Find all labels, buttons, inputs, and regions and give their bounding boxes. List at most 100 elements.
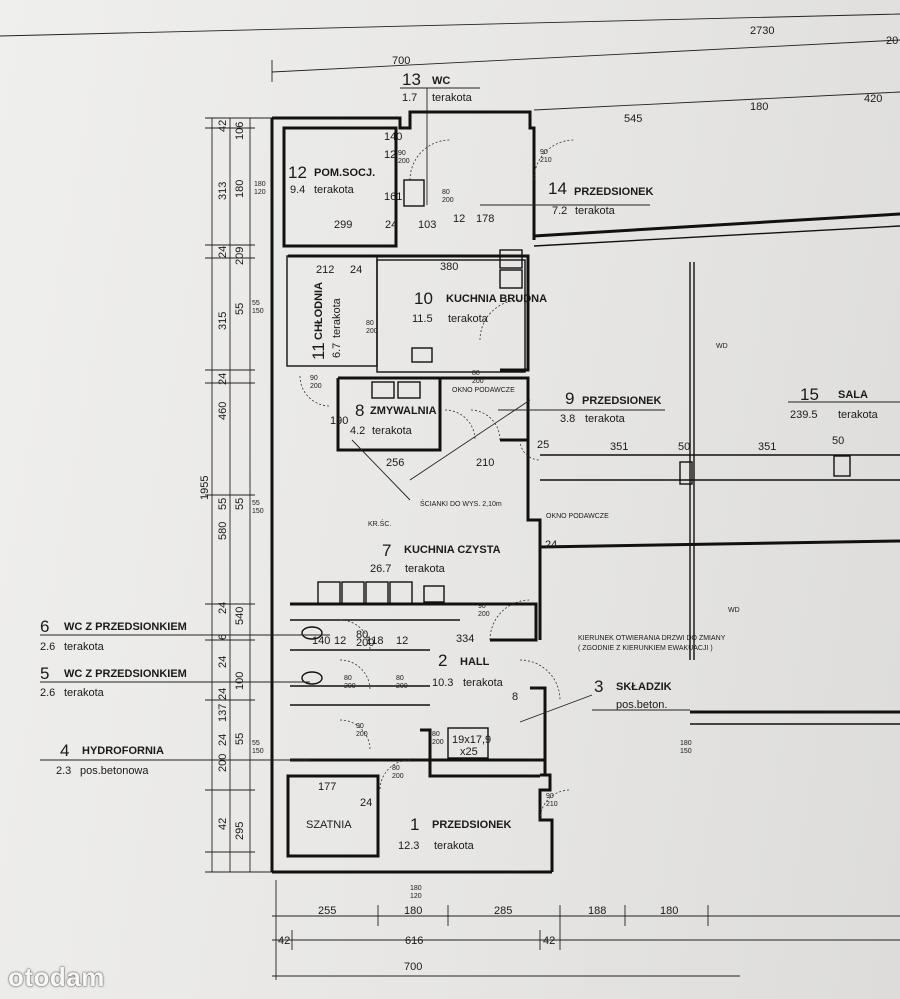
dim-left-mid-13: 24 [217,734,229,746]
room-14-area: 7.2 [552,205,567,217]
dim-left-inner-7: 55 [234,733,246,745]
door-size-14-w: 90 [356,723,364,730]
room-15-name: SALA [838,389,868,401]
dim-top-545: 545 [624,113,642,125]
room-3-number: 3 [594,677,603,696]
dim-left-1955: 1955 [199,476,211,500]
room-15-floor: terakota [838,409,879,421]
dim-bottom-180b: 180 [660,905,678,917]
room-3-name: SKŁADZIK [616,681,672,693]
dim-interior-19: 24 [545,539,557,551]
door-size-11-h: 200 [472,378,484,385]
note-kr-sc: KR.ŚC. [368,519,391,528]
room-10-number: 10 [414,289,433,308]
door-size-11-w: 80 [472,370,480,377]
dim-left-mid-12: 137 [217,704,229,722]
note-kierunek-1: KIERUNEK OTWIERANIA DRZWI DO ZMIANY [578,635,726,642]
notes: SZATNIA OKNO PODAWCZE OKNO PODAWCZE ŚCIA… [306,343,740,831]
dim-interior-15: 351 [610,441,628,453]
room-11-area: 6.7 [331,343,343,358]
room-13-area: 1.7 [402,92,417,104]
dim-bottom-700: 700 [404,961,422,973]
dim-left-mid-5: 460 [217,402,229,420]
room-10-name: KUCHNIA BRUDNA [446,293,547,305]
room-15-number: 15 [800,385,819,404]
dim-left-inner-2: 209 [234,247,246,265]
dim-interior-24: 334 [456,633,474,645]
dim-top-2730: 2730 [750,25,774,37]
room-8-floor: terakota [372,425,413,437]
room-7-area: 26.7 [370,563,391,575]
dim-left-mid-0: 42 [217,120,229,132]
dim-interior-12: 256 [386,457,404,469]
door-size-13-h: 200 [396,683,408,690]
room-4-floor: pos.betonowa [80,765,149,777]
room-10-area: 11.5 [412,313,433,325]
door-size-13-w: 80 [396,675,404,682]
dim-interior-3: 12 [453,213,465,225]
dim-left-mid-7: 580 [217,522,229,540]
room-6-name: WC Z PRZEDSIONKIEM [64,621,187,633]
dim-interior-22: 118 [366,635,384,647]
dim-top-420: 420 [864,93,882,105]
door-size-16-h: 200 [432,739,444,746]
door-size-18-w: 90 [478,603,486,610]
door-size-7-w: 180 [680,740,692,747]
dim-interior-1: 24 [385,219,397,231]
room-4-area: 2.3 [56,765,71,777]
dim-interior-8: 212 [316,264,334,276]
room-labels: 13 WC 1.7 terakota 12 POM.SOCJ. 9.4 tera… [40,70,879,852]
dim-interior-18: 50 [832,435,844,447]
dim-bottom-255: 255 [318,905,336,917]
dim-top-700: 700 [392,55,410,67]
room-1-number: 1 [410,815,419,834]
dim-left-inner-6: 100 [234,672,246,690]
door-size-4-w: 55 [252,300,260,307]
door-size-0-h: 200 [398,158,410,165]
door-size-0-w: 90 [398,150,406,157]
dim-left-mid-14: 200 [217,754,229,772]
room-9-name: PRZEDSIONEK [582,395,662,407]
dim-left-inner-4: 55 [234,498,246,510]
dim-interior-5: 161 [384,191,402,203]
room-14-floor: terakota [575,205,616,217]
door-size-4-h: 150 [252,308,264,315]
note-szatnia: SZATNIA [306,819,352,831]
dim-left-inner-1: 180 [234,180,246,198]
door-size-12-w: 80 [344,675,352,682]
dim-left-mid-15: 42 [217,818,229,830]
dim-top-20: 20 [886,35,898,47]
room-13-floor: terakota [432,92,473,104]
watermark-logo: otodam [8,962,105,992]
note-okno-podawcze-1: OKNO PODAWCZE [452,387,515,394]
dim-interior-14: 25 [537,439,549,451]
dim-interior-9: 24 [350,264,362,276]
room-7-name: KUCHNIA CZYSTA [404,544,501,556]
dim-interior-26: 24 [360,797,372,809]
note-stairs-2: x25 [460,746,478,758]
door-size-12-h: 200 [344,683,356,690]
dim-interior-7: 140 [384,131,402,143]
room-5-area: 2.6 [40,687,55,699]
door-size-2-h: 210 [540,157,552,164]
note-scianki: ŚCIANKI DO WYS. 2,10m [420,499,502,508]
dim-interior-28: 80 [356,629,368,641]
room-1-area: 12.3 [398,840,419,852]
leader-lines [40,87,900,761]
room-5-number: 5 [40,664,49,683]
dim-left-mid-2: 24 [217,246,229,258]
door-size-3-w: 180 [254,181,266,188]
door-size-10-w: 80 [366,320,374,327]
door-size-labels: 9020080200902101801205515055150551501801… [252,149,692,900]
room-12-name: POM.SOCJ. [314,167,375,179]
dim-left-mid-1: 313 [217,182,229,200]
dim-left-mid-10: 24 [217,656,229,668]
door-size-16-w: 80 [432,731,440,738]
room-11-number: 11 [309,342,328,360]
room-6-area: 2.6 [40,641,55,653]
door-size-15-h: 210 [546,801,558,808]
door-size-17-h: 200 [392,773,404,780]
dim-interior-10: 380 [440,261,458,273]
